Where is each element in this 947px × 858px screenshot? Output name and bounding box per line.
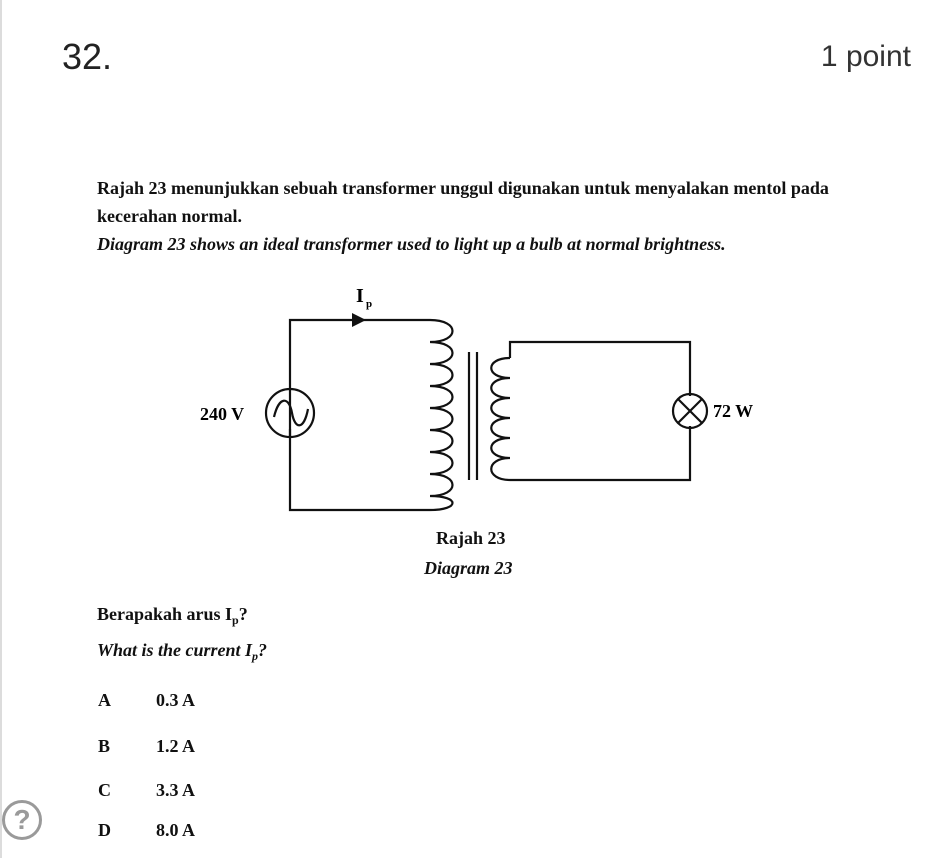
option-value-d: 8.0 A (156, 820, 196, 840)
secondary-coil (490, 356, 511, 482)
text-line-malay-2: kecerahan normal. (97, 206, 242, 226)
bulb-symbol (671, 392, 709, 430)
option-value-c: 3.3 A (156, 780, 196, 800)
question-english: What is the current Ip? (97, 640, 267, 664)
question-malay-subscript: p (232, 613, 239, 627)
text-line-english: Diagram 23 shows an ideal transformer us… (97, 234, 726, 254)
card-left-border (0, 0, 2, 858)
question-malay-text: Berapakah arus I (97, 604, 233, 624)
current-arrow-icon (352, 313, 366, 327)
question-english-suffix: ? (258, 640, 268, 660)
option-letter-d: D (98, 820, 111, 840)
transformer-circuit-diagram: I p 240 V 72 W (200, 285, 753, 512)
option-letter-b: B (98, 736, 111, 756)
option-value-a: 0.3 A (156, 690, 196, 710)
option-value-b: 1.2 A (156, 736, 196, 756)
question-number: 32. (62, 36, 113, 77)
option-letter-c: C (98, 780, 111, 800)
bulb-power-label: 72 W (713, 401, 753, 421)
current-subscript: p (366, 298, 372, 310)
question-points: 1 point (820, 40, 911, 73)
primary-coil (429, 318, 454, 512)
question-malay-suffix: ? (238, 604, 248, 624)
text-line-malay-1: Rajah 23 menunjukkan sebuah transformer … (97, 178, 829, 198)
ac-source-symbol (264, 387, 316, 439)
question-mark-icon[interactable]: ? (2, 800, 42, 840)
question-image: Rajah 23 menunjukkan sebuah transformer … (0, 120, 947, 858)
voltage-label: 240 V (200, 404, 244, 424)
question-english-subscript: p (252, 649, 259, 663)
option-letter-a: A (98, 690, 111, 710)
caption-malay: Rajah 23 (436, 528, 506, 548)
current-label: I (356, 285, 364, 307)
question-english-text: What is the current I (97, 640, 253, 660)
caption-english: Diagram 23 (424, 558, 513, 578)
question-malay: Berapakah arus Ip? (97, 604, 248, 628)
